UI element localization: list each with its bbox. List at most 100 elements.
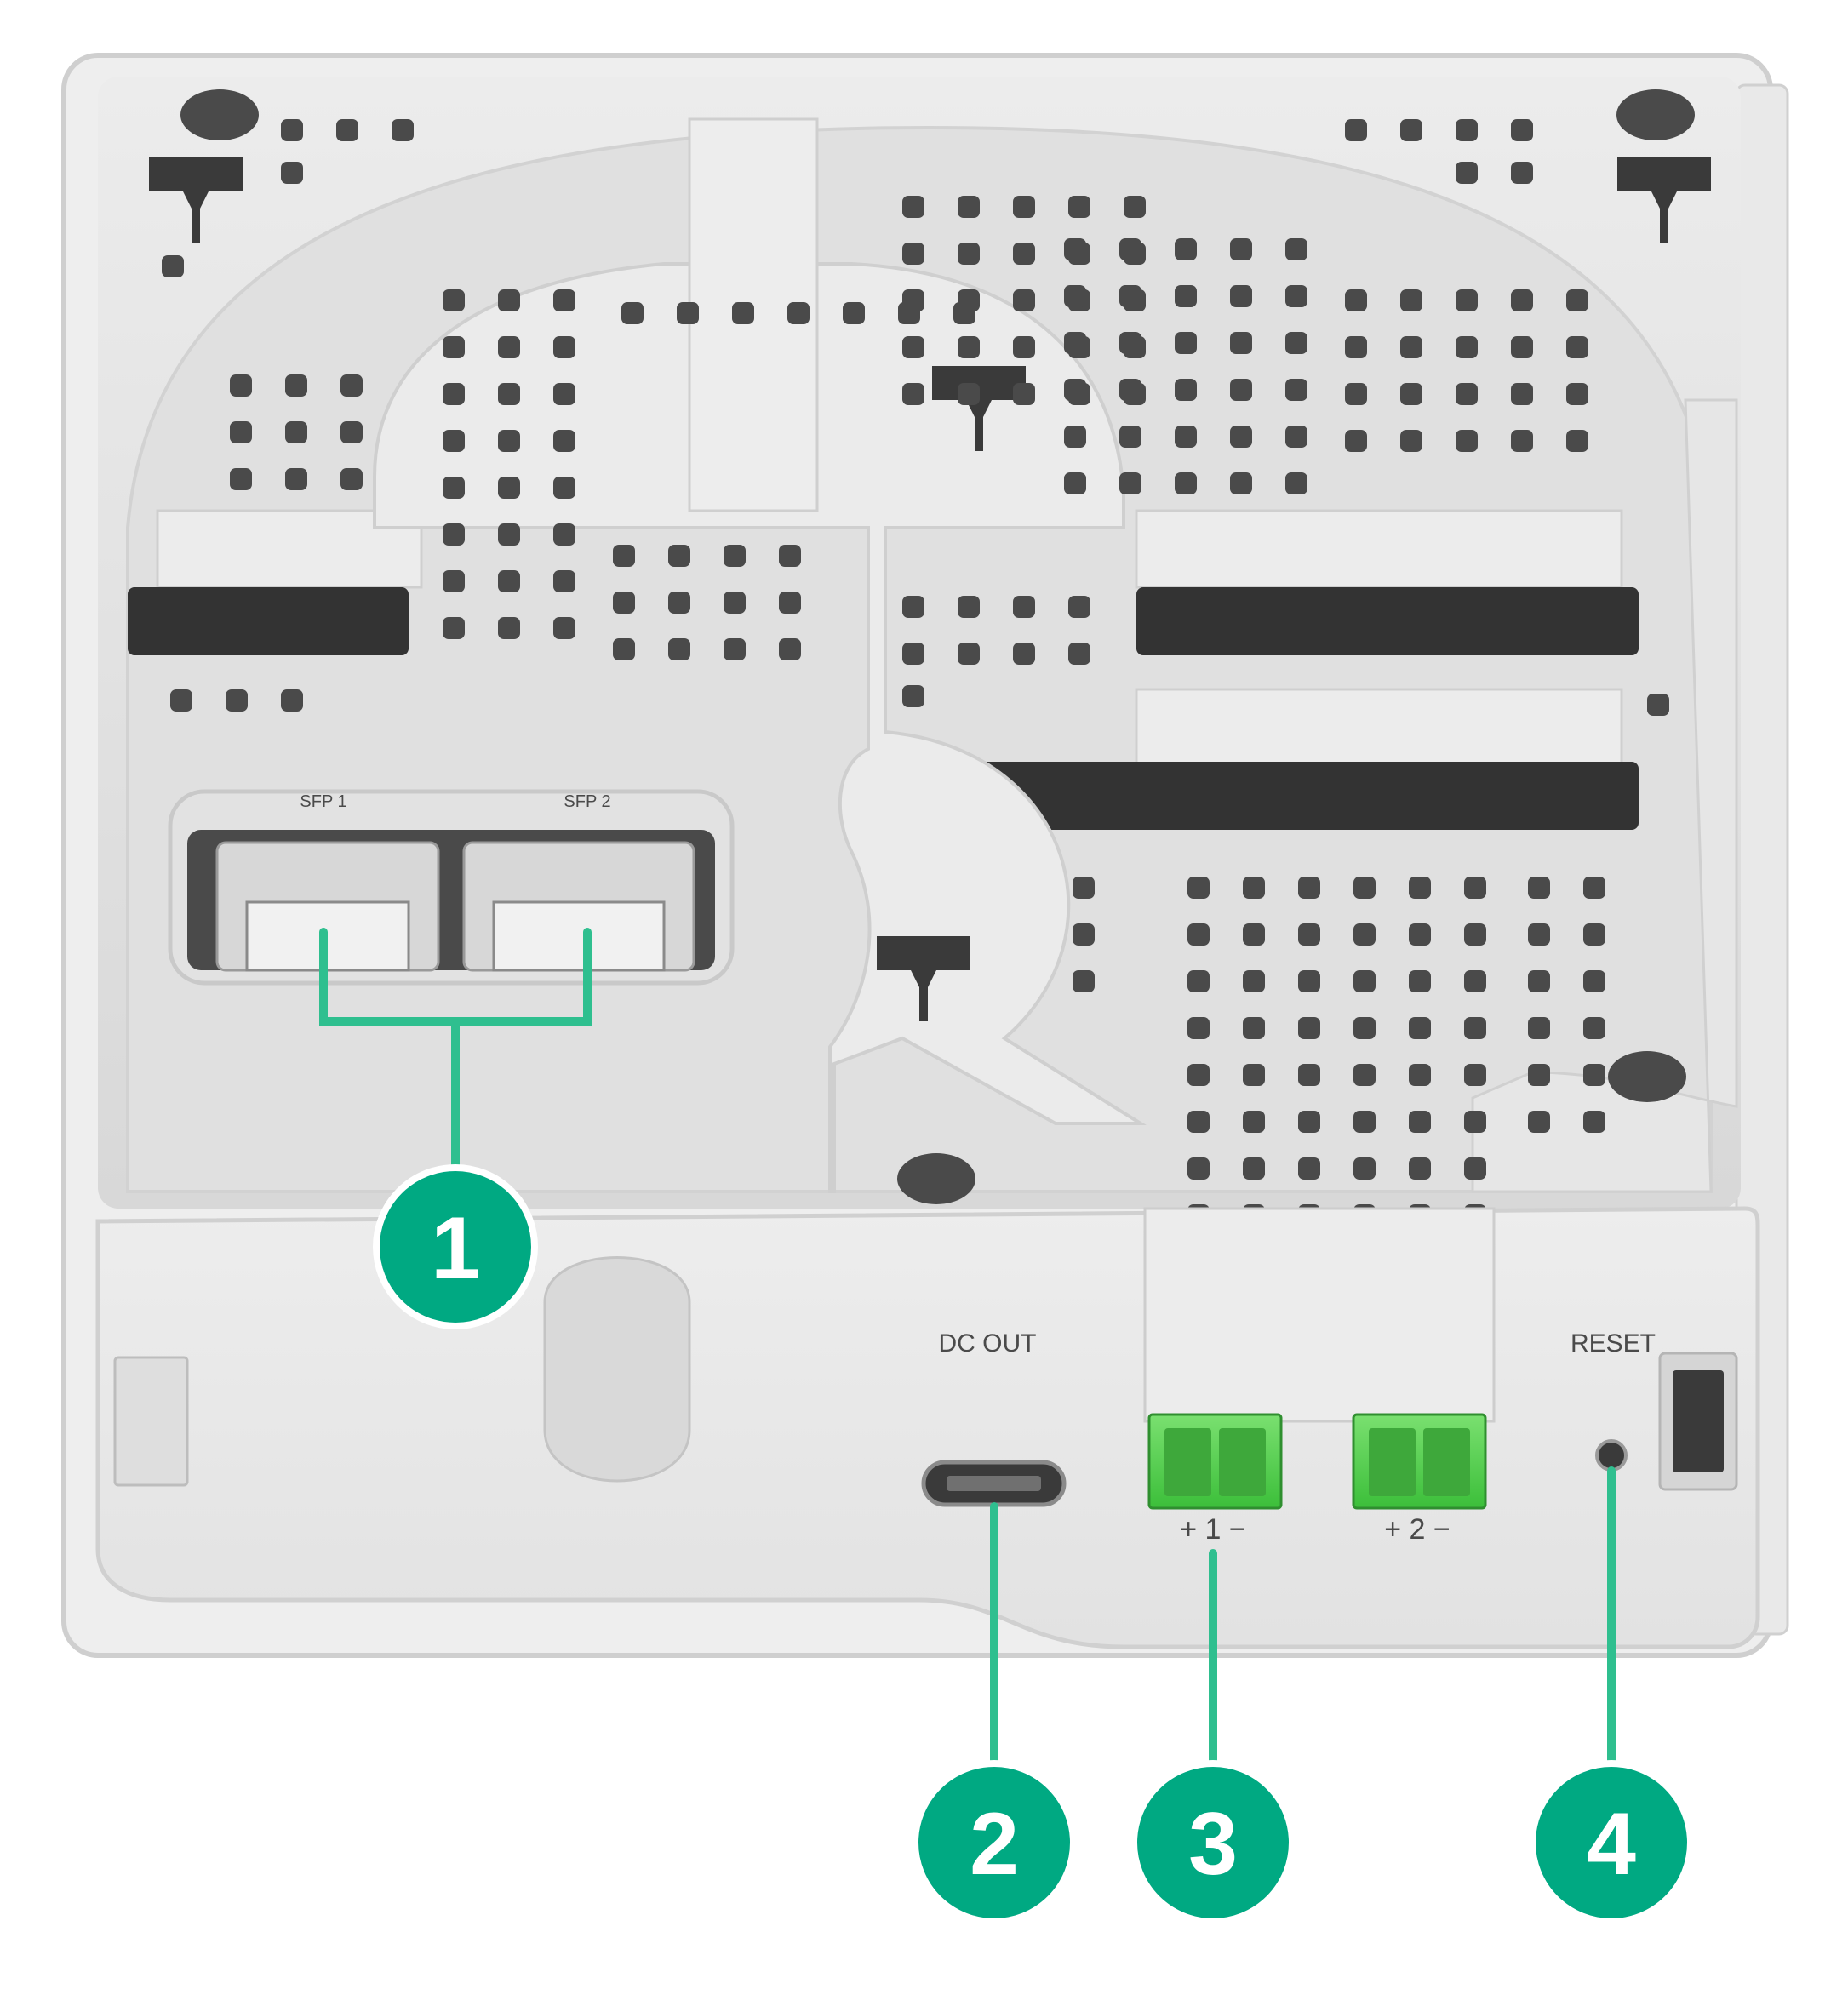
keyhole-top-left	[149, 157, 243, 243]
terminal-block-2-socket-b[interactable]	[1423, 1428, 1470, 1496]
callout-4-circle	[1529, 1760, 1694, 1925]
vent-hole	[1013, 243, 1035, 265]
vent-hole	[1298, 970, 1320, 992]
vent-hole	[1230, 238, 1252, 260]
vent-hole	[1409, 923, 1431, 946]
vent-hole	[1285, 285, 1307, 307]
vent-hole	[613, 592, 635, 614]
vent-hole	[553, 336, 575, 358]
sfp2-label: SFP 2	[564, 792, 610, 811]
vent-hole	[1583, 923, 1605, 946]
vent-hole	[285, 421, 307, 443]
vent-hole	[958, 596, 980, 618]
vent-hole	[902, 196, 924, 218]
vent-hole	[1068, 596, 1090, 618]
terminal-block-2-socket-a[interactable]	[1369, 1428, 1416, 1496]
panel-keyhole	[543, 1256, 691, 1483]
front-panel-body	[95, 1206, 1760, 1649]
vent-hole	[498, 570, 520, 592]
callout-2-circle	[912, 1760, 1077, 1925]
vent-hole	[443, 383, 465, 405]
vent-hole	[1647, 694, 1669, 716]
vent-hole	[1119, 426, 1141, 448]
vent-hole	[1409, 1111, 1431, 1133]
callout-4-number: 4	[1587, 1795, 1636, 1894]
dc-out-label: DC OUT	[939, 1329, 1037, 1357]
vent-hole	[553, 570, 575, 592]
keyhole-top-right	[1617, 157, 1711, 243]
vent-hole	[1064, 285, 1086, 307]
vent-hole	[1511, 289, 1533, 311]
vent-hole	[1345, 336, 1367, 358]
vent-hole	[1345, 289, 1367, 311]
vent-hole	[958, 289, 980, 311]
vent-hole	[1528, 923, 1550, 946]
panel-left-slot	[113, 1356, 189, 1487]
vent-hole	[1230, 426, 1252, 448]
vent-hole	[340, 421, 363, 443]
vent-hole	[281, 119, 303, 141]
vent-hole	[1064, 379, 1086, 401]
dc-out-port-tongue[interactable]	[947, 1476, 1041, 1491]
vent-hole	[1013, 196, 1035, 218]
vent-hole	[1298, 1064, 1320, 1086]
sfp-port-1[interactable]	[215, 841, 440, 972]
vent-hole	[1566, 430, 1588, 452]
vent-hole	[613, 638, 635, 660]
vent-hole	[1464, 923, 1486, 946]
vent-hole	[498, 289, 520, 311]
vent-hole	[1353, 1111, 1376, 1133]
vent-hole	[1345, 119, 1367, 141]
vent-hole	[613, 545, 635, 567]
vent-hole	[1187, 1111, 1210, 1133]
terminal-block-1-socket-a[interactable]	[1164, 1428, 1211, 1496]
vent-hole	[724, 638, 746, 660]
vent-hole	[1230, 379, 1252, 401]
front-panel: DC OUT + 1 − + 2 − RESET	[95, 1206, 1760, 1649]
vent-hole	[1064, 238, 1086, 260]
vent-hole	[1187, 1064, 1210, 1086]
vent-hole	[1566, 383, 1588, 405]
vent-hole	[1511, 119, 1533, 141]
vent-hole	[1013, 643, 1035, 665]
vent-hole	[553, 617, 575, 639]
vent-hole	[902, 685, 924, 707]
mount-hole-top-right	[1616, 89, 1695, 140]
reset-button[interactable]	[1595, 1439, 1628, 1472]
keyhole-center	[932, 366, 1026, 451]
vent-hole	[1243, 1017, 1265, 1039]
vent-hole	[902, 289, 924, 311]
terminal-block-1-socket-b[interactable]	[1219, 1428, 1266, 1496]
sfp-port-2-opening[interactable]	[492, 900, 666, 972]
vent-hole	[443, 289, 465, 311]
vent-hole	[1073, 923, 1095, 946]
vent-hole	[1528, 877, 1550, 899]
vent-hole	[1298, 1017, 1320, 1039]
vent-hole	[1409, 1017, 1431, 1039]
vent-hole	[902, 383, 924, 405]
vent-hole	[1456, 383, 1478, 405]
sfp-port-2[interactable]	[462, 841, 695, 972]
vent-hole	[281, 162, 303, 184]
vent-hole	[1119, 238, 1141, 260]
vent-hole	[392, 119, 414, 141]
vent-hole	[1464, 1017, 1486, 1039]
vent-hole	[1400, 119, 1422, 141]
vent-hole	[1298, 877, 1320, 899]
vent-hole	[1353, 1017, 1376, 1039]
mount-hole-right	[1608, 1051, 1686, 1102]
vent-hole	[1400, 289, 1422, 311]
slot-left	[128, 587, 409, 655]
terminal-block-1[interactable]	[1147, 1413, 1283, 1510]
vent-hole	[340, 374, 363, 397]
rail-right-mid	[1135, 688, 1623, 768]
vent-hole	[1187, 970, 1210, 992]
vent-hole	[230, 468, 252, 490]
vent-hole	[553, 523, 575, 546]
vent-hole	[902, 643, 924, 665]
vent-hole	[1064, 426, 1086, 448]
terminal-2-label: + 2 −	[1384, 1513, 1450, 1546]
vent-hole	[958, 383, 980, 405]
vent-hole	[1353, 1064, 1376, 1086]
terminal-block-2[interactable]	[1352, 1413, 1487, 1510]
